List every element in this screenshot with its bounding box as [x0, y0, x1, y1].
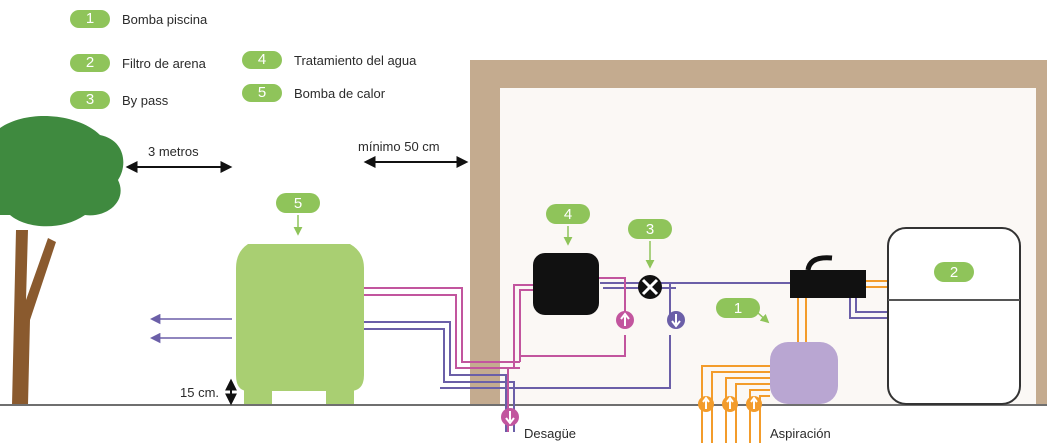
- svg-text:1: 1: [734, 300, 742, 317]
- legend-label: Tratamiento del agua: [294, 52, 417, 68]
- svg-text:4: 4: [564, 206, 572, 223]
- marker-badge-5: 5: [276, 193, 320, 236]
- legend-item-4: 4 Tratamiento del agua: [242, 49, 416, 71]
- legend-item-5: 5 Bomba de calor: [242, 82, 385, 104]
- legend-item-2: 2 Filtro de arena: [70, 52, 206, 74]
- tree: [0, 116, 124, 405]
- ground-clearance-label: 15 cm.: [180, 385, 220, 400]
- filter-valve: [790, 255, 866, 298]
- heat-pump: [236, 244, 364, 404]
- svg-text:2: 2: [950, 264, 958, 281]
- building-wall: [470, 60, 1047, 405]
- legend-badge: 5: [242, 84, 282, 102]
- legend-badge: 1: [70, 10, 110, 28]
- marker-badge-1: 1: [716, 298, 770, 324]
- legend-badge: 2: [70, 54, 110, 72]
- legend-label: Filtro de arena: [122, 55, 206, 71]
- legend-item-1: 1 Bomba piscina: [70, 8, 207, 30]
- sand-filter: [887, 227, 1021, 405]
- suction-label: Aspiración: [770, 426, 831, 441]
- legend-badge: 4: [242, 51, 282, 69]
- water-treatment-unit: [533, 253, 599, 315]
- purple-pipes: [362, 282, 888, 432]
- legend-label: Bomba piscina: [122, 11, 208, 27]
- drain-marker: [501, 408, 519, 426]
- marker-badge-2: 2: [934, 262, 974, 282]
- svg-text:5: 5: [294, 195, 302, 212]
- svg-text:3: 3: [646, 221, 654, 238]
- orange-pipes: [701, 280, 888, 443]
- tree-distance-label: 3 metros: [148, 144, 199, 159]
- legend-label: By pass: [122, 92, 169, 108]
- marker-badge-4: 4: [546, 204, 590, 246]
- legend-label: Bomba de calor: [294, 85, 386, 101]
- suction-markers: [698, 396, 762, 412]
- legend-badge: 3: [70, 91, 110, 109]
- pink-pipes: [362, 277, 626, 432]
- drain-label: Desagüe: [524, 426, 577, 441]
- legend-item-3: 3 By pass: [70, 89, 168, 111]
- flow-marker-pink: [616, 311, 634, 329]
- pool-pump: [770, 342, 838, 404]
- bypass-valve: [638, 275, 662, 299]
- flow-marker-purple: [667, 311, 685, 329]
- wall-distance-label: mínimo 50 cm: [358, 139, 440, 154]
- marker-badge-3: 3: [628, 219, 672, 269]
